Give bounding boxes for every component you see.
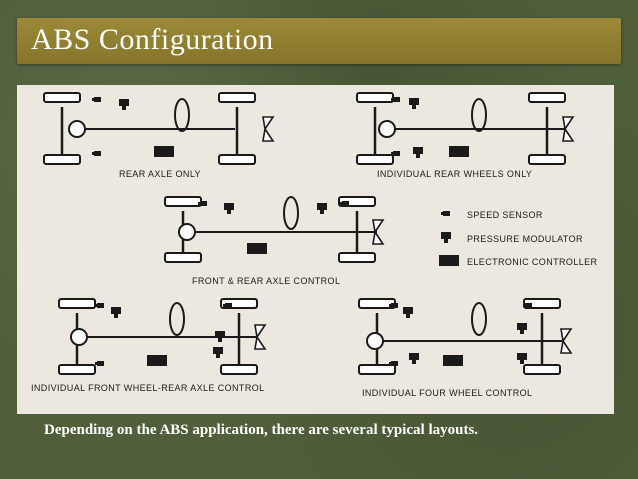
legend: SPEED SENSOR PRESSURE MODULATOR ELECTRON… bbox=[439, 210, 598, 267]
layout-front-rear-axle-control: FRONT & REAR AXLE CONTROL bbox=[164, 196, 384, 286]
layout-individual-four-wheel-control: INDIVIDUAL FOUR WHEEL CONTROL bbox=[358, 298, 572, 398]
layout-label-individual-four-wheel-control: INDIVIDUAL FOUR WHEEL CONTROL bbox=[362, 388, 532, 398]
layout-label-front-rear-axle-control: FRONT & REAR AXLE CONTROL bbox=[192, 276, 340, 286]
electronic-controller-icon bbox=[439, 255, 459, 266]
caption-bar: Depending on the ABS application, there … bbox=[32, 418, 615, 448]
slide-title: ABS Configuration bbox=[31, 23, 274, 56]
slide-caption: Depending on the ABS application, there … bbox=[44, 422, 479, 438]
speed-sensor-icon bbox=[441, 211, 450, 216]
legend-label-pressure-modulator: PRESSURE MODULATOR bbox=[467, 234, 583, 244]
layout-individual-rear-wheels-only: INDIVIDUAL REAR WHEELS ONLY bbox=[356, 92, 574, 179]
layout-label-individual-front-wheel-rear-axle-control: INDIVIDUAL FRONT WHEEL-REAR AXLE CONTROL bbox=[31, 383, 265, 393]
title-bar: ABS Configuration bbox=[17, 18, 621, 64]
legend-label-speed-sensor: SPEED SENSOR bbox=[467, 210, 543, 220]
pressure-modulator-icon bbox=[441, 232, 451, 243]
layout-label-rear-axle-only: REAR AXLE ONLY bbox=[119, 169, 201, 179]
layout-individual-front-wheel-rear-axle-control: INDIVIDUAL FRONT WHEEL-REAR AXLE CONTROL bbox=[31, 298, 266, 393]
legend-label-electronic-controller: ELECTRONIC CONTROLLER bbox=[467, 257, 598, 267]
layout-label-individual-rear-wheels-only: INDIVIDUAL REAR WHEELS ONLY bbox=[377, 169, 532, 179]
abs-layouts-diagram: REAR AXLE ONLY INDIVIDUAL REAR WHEELS ON… bbox=[17, 85, 614, 414]
layout-rear-axle-only: REAR AXLE ONLY bbox=[43, 92, 274, 179]
